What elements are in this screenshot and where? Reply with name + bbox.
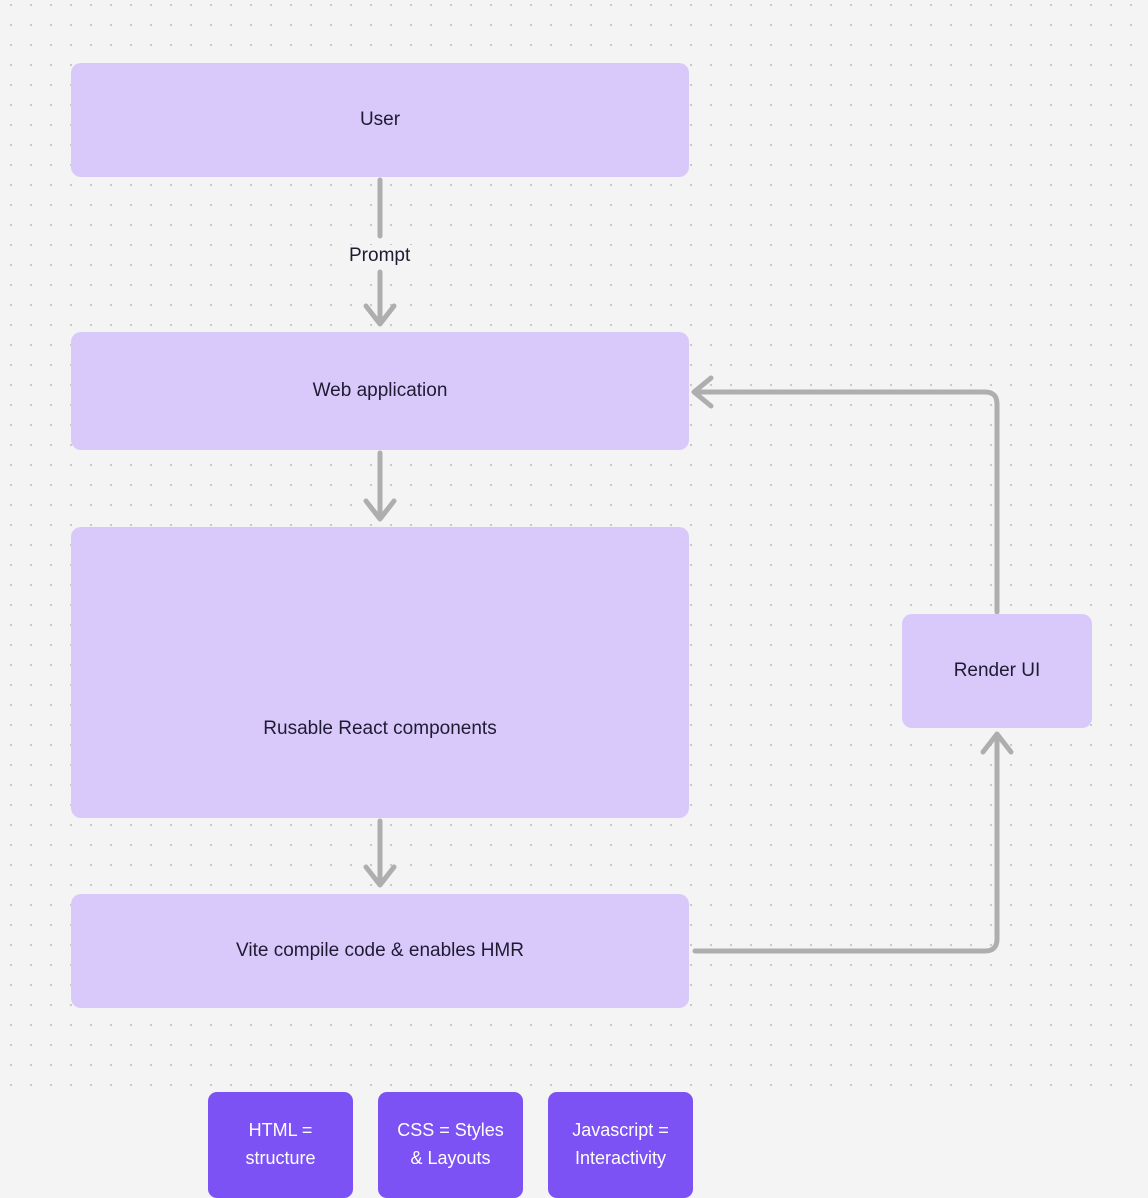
node-web-application[interactable]: Web application	[71, 332, 689, 450]
node-javascript-label: Javascript = Interactivity	[572, 1117, 669, 1173]
arrowhead-down	[363, 303, 397, 327]
arrowhead-down	[363, 864, 397, 888]
node-user-label: User	[359, 109, 401, 131]
node-render-ui-label: Render UI	[953, 660, 1041, 682]
node-css-line-1: CSS = Styles	[397, 1120, 504, 1141]
arrowhead-left	[691, 375, 714, 409]
node-reusable-react-components[interactable]: HTML = structure CSS = Styles & Layouts …	[71, 527, 693, 1198]
edge-segment	[697, 389, 1000, 615]
node-css-line-2: & Layouts	[410, 1148, 491, 1168]
node-html[interactable]: HTML = structure	[208, 1092, 353, 1198]
edge-vite-to-render-ui	[692, 731, 1014, 954]
arrowhead-down	[363, 498, 397, 522]
node-css-label: CSS = Styles & Layouts	[397, 1117, 504, 1173]
edge-label-prompt: Prompt	[344, 245, 416, 267]
node-vite[interactable]: Vite compile code & enables HMR	[71, 894, 689, 1008]
edge-web-app-to-components	[363, 450, 397, 522]
node-web-application-label: Web application	[312, 380, 448, 402]
node-html-label: HTML = structure	[245, 1117, 315, 1173]
edge-segment	[692, 735, 1000, 954]
node-html-line-2: structure	[245, 1148, 316, 1168]
node-html-line-1: HTML =	[248, 1120, 313, 1141]
node-render-ui[interactable]: Render UI	[902, 614, 1092, 728]
node-javascript[interactable]: Javascript = Interactivity	[548, 1092, 693, 1198]
node-vite-label: Vite compile code & enables HMR	[236, 940, 524, 962]
node-css[interactable]: CSS = Styles & Layouts	[378, 1092, 523, 1198]
arrowhead-up	[980, 731, 1014, 755]
node-javascript-line-2: Interactivity	[574, 1148, 666, 1168]
node-javascript-line-1: Javascript =	[572, 1120, 669, 1141]
node-user[interactable]: User	[71, 63, 689, 177]
edge-components-to-vite	[363, 818, 397, 888]
edge-render-ui-to-web-app	[691, 375, 1000, 615]
node-reusable-react-components-label: Rusable React components	[263, 718, 497, 739]
